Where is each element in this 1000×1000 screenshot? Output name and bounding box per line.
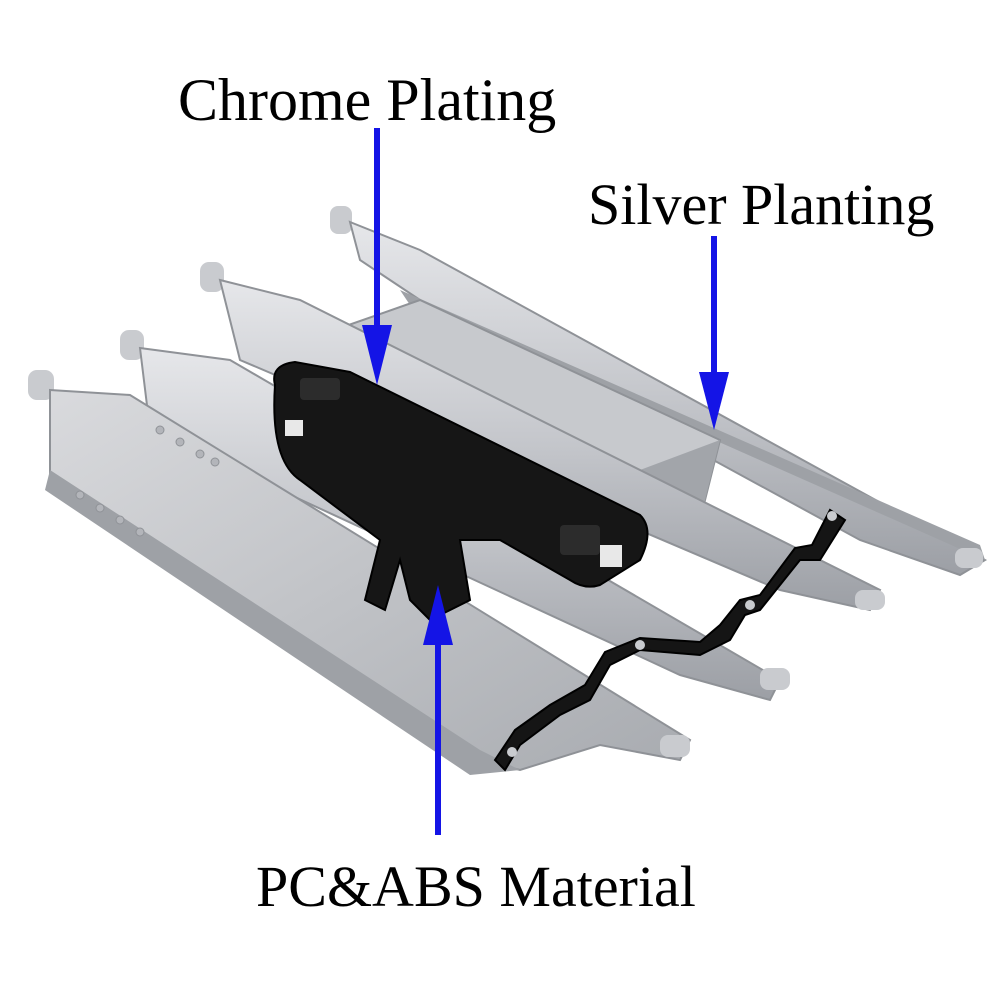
pin-rear-right [955, 548, 983, 568]
linkage-rivets [507, 511, 837, 757]
label-silver-planting: Silver Planting [588, 172, 935, 237]
label-chrome-plating: Chrome Plating [178, 67, 557, 133]
rail-plate-second [200, 262, 885, 612]
arrow-down-icon [362, 128, 392, 385]
arrow-down-icon [699, 236, 729, 430]
rail-plate-rear [330, 206, 988, 577]
plastic-clip [273, 360, 649, 622]
label-pc-abs-material: PC&ABS Material [256, 854, 696, 919]
plastic-linkage [493, 508, 847, 772]
pin-rear-left [330, 206, 352, 234]
arrow-up-icon [423, 585, 453, 835]
